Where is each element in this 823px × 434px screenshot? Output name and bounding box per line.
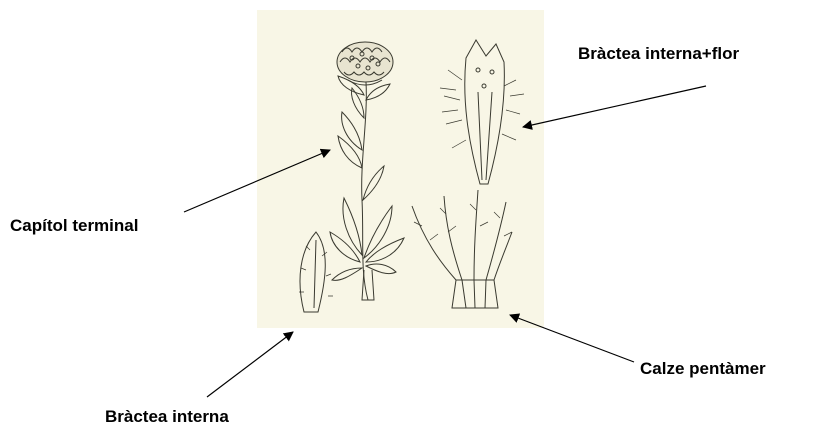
pentamerous-calyx-drawing xyxy=(412,190,512,308)
stem-leaf xyxy=(338,136,362,168)
arrow-capitol-terminal xyxy=(184,150,330,212)
basal-rosette xyxy=(330,198,404,300)
label-bractea-interna: Bràctea interna xyxy=(105,407,229,427)
label-capitol-terminal: Capítol terminal xyxy=(10,216,138,236)
label-calze-pentamer: Calze pentàmer xyxy=(640,359,766,379)
stem-leaf xyxy=(342,112,362,150)
inner-bract-drawing xyxy=(299,232,333,312)
arrow-bractea-interna-flor xyxy=(523,86,706,127)
arrow-bractea-interna xyxy=(207,332,293,397)
plant-illustration xyxy=(330,42,404,300)
stem xyxy=(362,82,368,300)
stem-leaf xyxy=(366,84,390,100)
arrow-calze-pentamer xyxy=(510,315,634,362)
label-bractea-interna-flor: Bràctea interna+flor xyxy=(578,44,739,64)
stem-leaf xyxy=(363,166,384,200)
bract-with-flower-drawing xyxy=(440,40,524,184)
